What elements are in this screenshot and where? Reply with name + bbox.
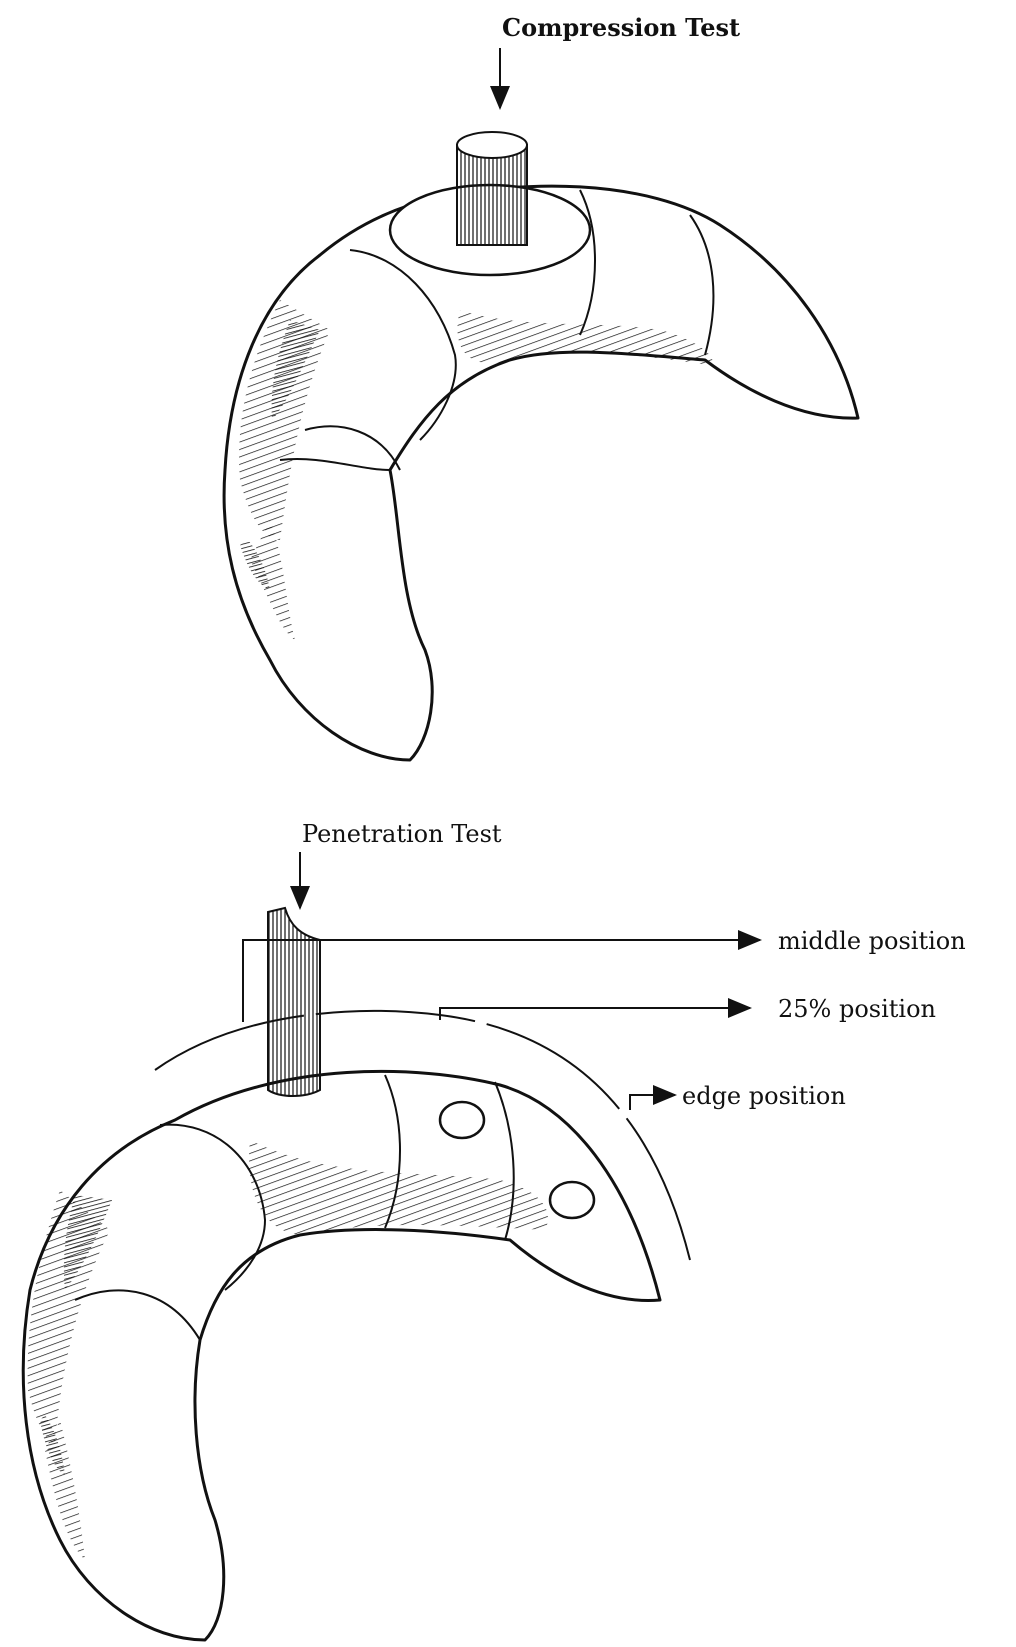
edge-position-leader [630, 1095, 675, 1110]
p25-position-leader [440, 1008, 750, 1020]
test-spot-25 [440, 1102, 484, 1138]
compression-test-label: Compression Test [502, 13, 740, 42]
compression-figure: Compression Test [224, 13, 858, 760]
penetration-probe [268, 908, 320, 1096]
edge-position-label: edge position [682, 1082, 846, 1110]
test-spot-edge [550, 1182, 594, 1218]
penetration-test-label: Penetration Test [302, 820, 502, 848]
p25-position-label: 25% position [778, 995, 936, 1023]
compression-probe-top [457, 132, 527, 158]
crescent-upper [224, 186, 858, 760]
middle-position-label: middle position [778, 927, 966, 955]
penetration-figure: Penetration Test middle position 25% pos… [23, 820, 965, 1640]
crescent-lower [23, 1071, 660, 1640]
compression-probe [457, 145, 527, 245]
